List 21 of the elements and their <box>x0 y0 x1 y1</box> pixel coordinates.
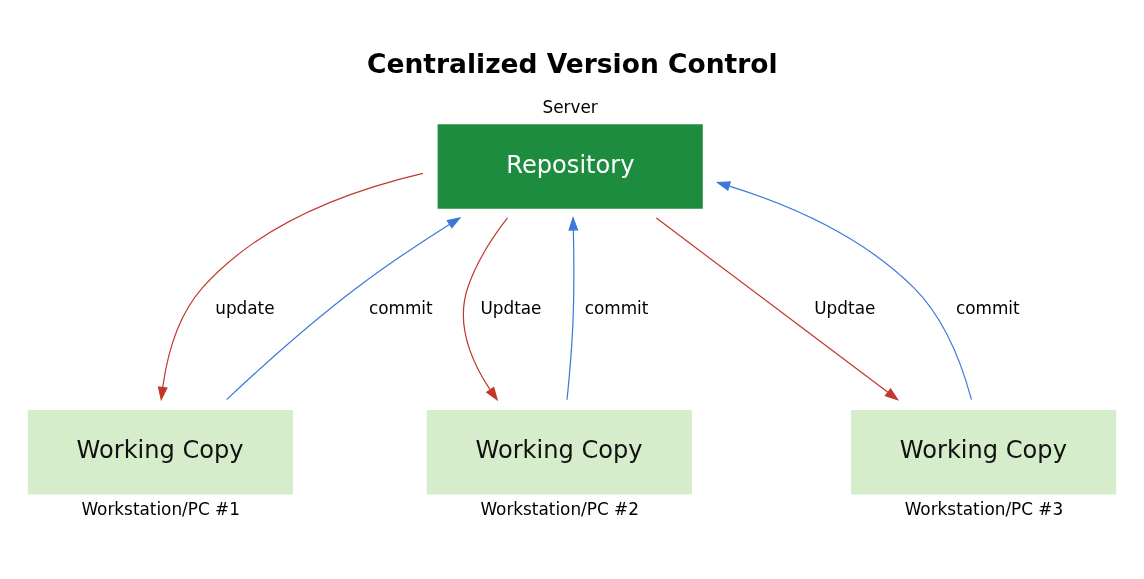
arrow <box>566 216 579 401</box>
arrow <box>157 172 424 402</box>
edge-label: commit <box>368 297 433 318</box>
edge-label: update <box>215 297 275 318</box>
edge-label: Updtae <box>480 297 542 318</box>
arrow <box>715 181 973 401</box>
arrow <box>462 217 509 402</box>
arrow <box>655 217 900 401</box>
node-box: Working Copy <box>426 410 692 495</box>
arrow <box>225 216 462 401</box>
node-label: Server <box>542 96 598 117</box>
node-box: Repository <box>437 124 703 209</box>
node-label: Workstation/PC #2 <box>480 499 639 520</box>
node-box: Working Copy <box>851 410 1117 495</box>
edge-label: commit <box>584 297 649 318</box>
node-label: Workstation/PC #3 <box>904 499 1064 520</box>
node-label: Workstation/PC #1 <box>81 499 240 520</box>
node-box: Working Copy <box>27 410 293 495</box>
diagram-title: Centralized Version Control <box>367 47 778 79</box>
edge-label: commit <box>955 297 1020 318</box>
edge-label: Updtae <box>814 297 876 318</box>
